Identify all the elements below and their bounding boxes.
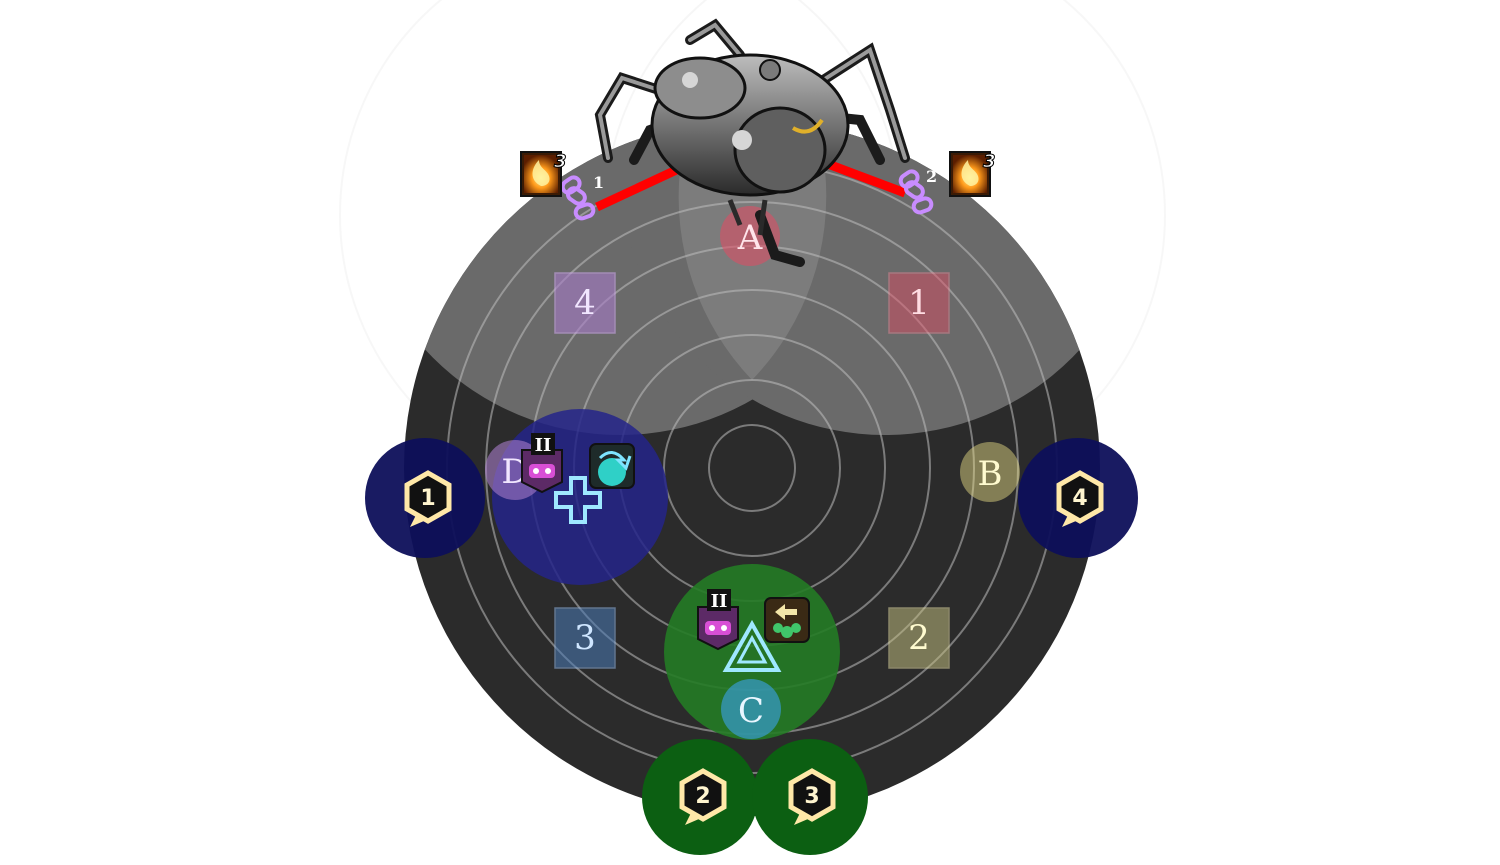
- waymark-1: 1: [888, 272, 950, 334]
- triangle-marker-icon: [722, 619, 782, 672]
- waymark-c: C: [721, 679, 781, 739]
- tower-marker-1: 1: [404, 470, 452, 527]
- role-marker-badge: II: [531, 433, 555, 456]
- cone-aoe-overlap: [678, 159, 827, 380]
- svg-text:II: II: [711, 591, 728, 612]
- waymark-3: 3: [554, 607, 616, 669]
- chain-number-2: 2: [926, 167, 937, 186]
- svg-text:B: B: [978, 454, 1003, 494]
- svg-text:C: C: [738, 691, 764, 731]
- fire-debuff-icon-2: 3: [949, 151, 996, 197]
- svg-text:II: II: [535, 435, 552, 456]
- svg-text:2: 2: [908, 618, 930, 658]
- tower-marker-2: 2: [679, 768, 727, 825]
- role-marker-badge: II: [707, 589, 731, 612]
- chain-number-1: 1: [593, 173, 604, 192]
- chain-icon-1: 1: [560, 173, 604, 221]
- waymark-2: 2: [888, 607, 950, 669]
- debuff-stacks-2: 3: [983, 151, 996, 172]
- svg-text:3: 3: [804, 784, 819, 809]
- player-group-left: II: [521, 433, 635, 524]
- plus-marker-icon: [554, 476, 602, 524]
- chain-icon-2: 2: [898, 167, 937, 215]
- square-waymarks: 4 1 3 2: [554, 272, 950, 669]
- stack-icon: [764, 597, 810, 643]
- player-group-bottom: II: [697, 589, 810, 672]
- waymark-b: B: [960, 442, 1020, 502]
- tower-marker-3: 3: [788, 768, 836, 825]
- svg-text:2: 2: [695, 784, 710, 809]
- tower-markers: 1 4 2 3: [404, 470, 1104, 825]
- waymark-4: 4: [554, 272, 616, 334]
- dps-role-icon: [697, 606, 739, 651]
- dps-role-icon: [521, 449, 563, 494]
- svg-text:1: 1: [420, 486, 435, 511]
- boss-icon: [594, 18, 910, 267]
- svg-text:4: 4: [574, 283, 596, 323]
- knockback-icon: [589, 443, 635, 489]
- tower-marker-4: 4: [1056, 470, 1104, 527]
- svg-text:4: 4: [1072, 486, 1087, 511]
- svg-text:1: 1: [908, 283, 930, 323]
- fire-debuff-icon-1: 3: [520, 151, 567, 197]
- svg-text:3: 3: [574, 618, 596, 658]
- debuff-stacks-1: 3: [554, 151, 567, 172]
